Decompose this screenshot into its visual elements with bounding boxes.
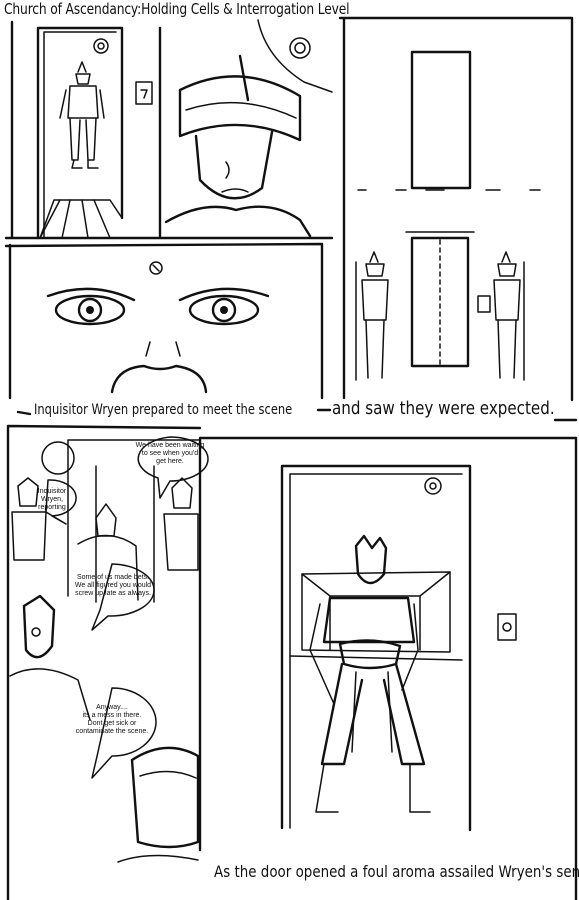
speech-bubble-mess: Anyway.... its a mess in there. Dont get… bbox=[75, 704, 149, 735]
speech-bubble-bets: Some of us made bets. We all figured you… bbox=[74, 574, 152, 597]
page-title: Church of Ascendancy:Holding Cells & Int… bbox=[4, 0, 350, 18]
caption-door-opened: As the door opened a foul aroma assailed… bbox=[214, 862, 579, 881]
caption-saw-expected: and saw they were expected. bbox=[332, 398, 555, 419]
speech-bubble-waiting: We have been waiting to see when you'd g… bbox=[135, 442, 205, 465]
caption-inquisitor-prepared: Inquisitor Wryen prepared to meet the sc… bbox=[34, 402, 293, 418]
panel-guards-talking bbox=[9, 439, 201, 863]
speech-bubble-waiting-outline bbox=[137, 436, 209, 499]
panel-guard-doorway bbox=[280, 464, 517, 832]
panel-head-closeup bbox=[158, 19, 333, 238]
panel-borders bbox=[4, 16, 578, 900]
panel-eyes-closeup bbox=[46, 261, 270, 394]
speech-bubble-reporting: Inquisitor Wryen, reporting bbox=[37, 488, 67, 511]
panel-door-guards bbox=[355, 50, 541, 381]
panel-hallway-figure bbox=[36, 26, 153, 240]
speech-bubble-bets-outline bbox=[91, 563, 155, 631]
speech-bubble-mess-outline bbox=[91, 687, 157, 779]
speech-bubble-reporting-outline bbox=[45, 479, 77, 525]
